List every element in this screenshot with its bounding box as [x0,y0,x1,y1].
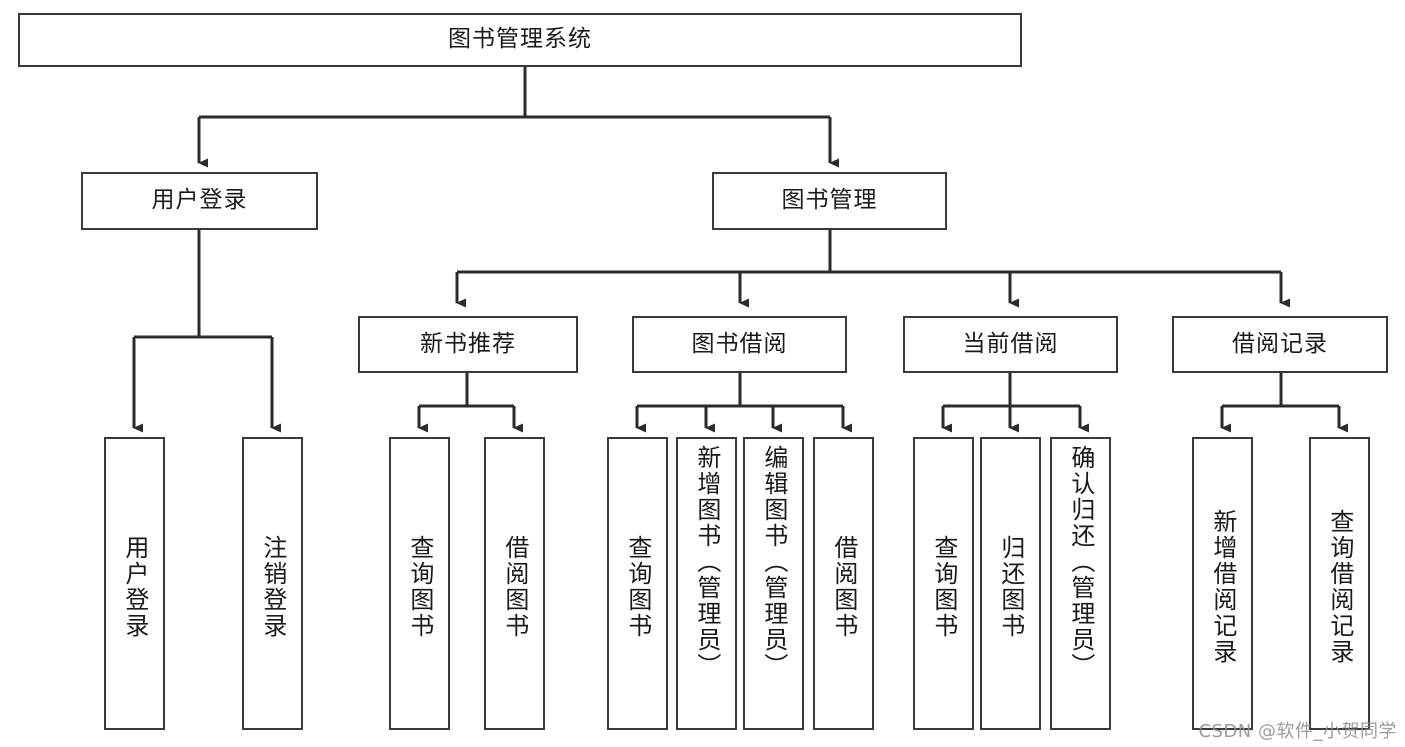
leaf-new-book-query-book-label: 查询图书 [405,534,434,639]
leaf-new-book-borrow-book[interactable]: 借阅图书 [484,437,545,730]
leaf-user-login-login-label: 用户登录 [120,534,149,639]
node-borrow-record[interactable]: 借阅记录 [1172,316,1388,373]
node-book-management[interactable]: 图书管理 [712,172,947,230]
leaf-borrow-query-book-label: 查询图书 [623,534,652,639]
leaf-label-wrap: 归还图书 [982,439,1039,728]
leaf-current-return-book-label: 归还图书 [996,534,1025,639]
leaf-label-wrap: 注销登录 [244,439,301,728]
leaf-borrow-borrow-book[interactable]: 借阅图书 [813,437,874,730]
leaf-borrow-borrow-book-label: 借阅图书 [829,534,858,639]
leaf-borrow-edit-book-admin[interactable]: 编辑图书（管理员） [743,437,804,730]
leaf-borrow-add-book-admin[interactable]: 新增图书（管理员） [676,437,737,730]
node-new-book-recommend[interactable]: 新书推荐 [358,316,578,373]
node-borrow-record-label: 借阅记录 [1232,330,1328,357]
leaf-label-wrap: 查询图书 [915,439,972,728]
leaf-current-return-book[interactable]: 归还图书 [980,437,1041,730]
node-user-login[interactable]: 用户登录 [81,172,318,230]
leaf-record-add-record-label: 新增借阅记录 [1208,508,1237,665]
leaf-label-wrap: 新增图书（管理员） [678,439,735,728]
leaf-current-confirm-return-admin-label: 确认归还（管理员） [1066,445,1095,679]
csdn-watermark: CSDN @软件_小贺同学 [1198,721,1397,742]
node-root-label: 图书管理系统 [448,26,592,53]
leaf-current-query-book[interactable]: 查询图书 [913,437,974,730]
node-new-book-recommend-label: 新书推荐 [420,330,516,357]
leaf-current-confirm-return-admin[interactable]: 确认归还（管理员） [1050,437,1111,730]
leaf-record-add-record[interactable]: 新增借阅记录 [1192,437,1253,730]
leaf-borrow-add-book-admin-label: 新增图书（管理员） [692,445,721,679]
leaf-new-book-borrow-book-label: 借阅图书 [500,534,529,639]
leaf-label-wrap: 新增借阅记录 [1194,439,1251,728]
leaf-label-wrap: 查询图书 [391,439,448,728]
leaf-new-book-query-book[interactable]: 查询图书 [389,437,450,730]
leaf-label-wrap: 编辑图书（管理员） [745,439,802,728]
leaf-record-query-record[interactable]: 查询借阅记录 [1309,437,1370,730]
leaf-current-query-book-label: 查询图书 [929,534,958,639]
node-book-borrow[interactable]: 图书借阅 [632,316,847,373]
node-root-book-management-system[interactable]: 图书管理系统 [18,13,1022,67]
leaf-label-wrap: 查询图书 [609,439,666,728]
leaf-label-wrap: 用户登录 [106,439,163,728]
leaf-borrow-query-book[interactable]: 查询图书 [607,437,668,730]
node-book-management-label: 图书管理 [781,187,878,214]
node-current-borrow[interactable]: 当前借阅 [903,316,1118,373]
leaf-borrow-edit-book-admin-label: 编辑图书（管理员） [759,445,788,679]
leaf-record-query-record-label: 查询借阅记录 [1325,508,1354,665]
leaf-label-wrap: 确认归还（管理员） [1052,439,1109,728]
leaf-user-login-logout[interactable]: 注销登录 [242,437,303,730]
node-current-borrow-label: 当前借阅 [962,330,1059,357]
leaf-label-wrap: 查询借阅记录 [1311,439,1368,728]
leaf-label-wrap: 借阅图书 [486,439,543,728]
leaf-user-login-logout-label: 注销登录 [258,534,287,639]
node-book-borrow-label: 图书借阅 [691,330,788,357]
node-user-login-label: 用户登录 [151,187,248,214]
leaf-label-wrap: 借阅图书 [815,439,872,728]
leaf-user-login-login[interactable]: 用户登录 [104,437,165,730]
